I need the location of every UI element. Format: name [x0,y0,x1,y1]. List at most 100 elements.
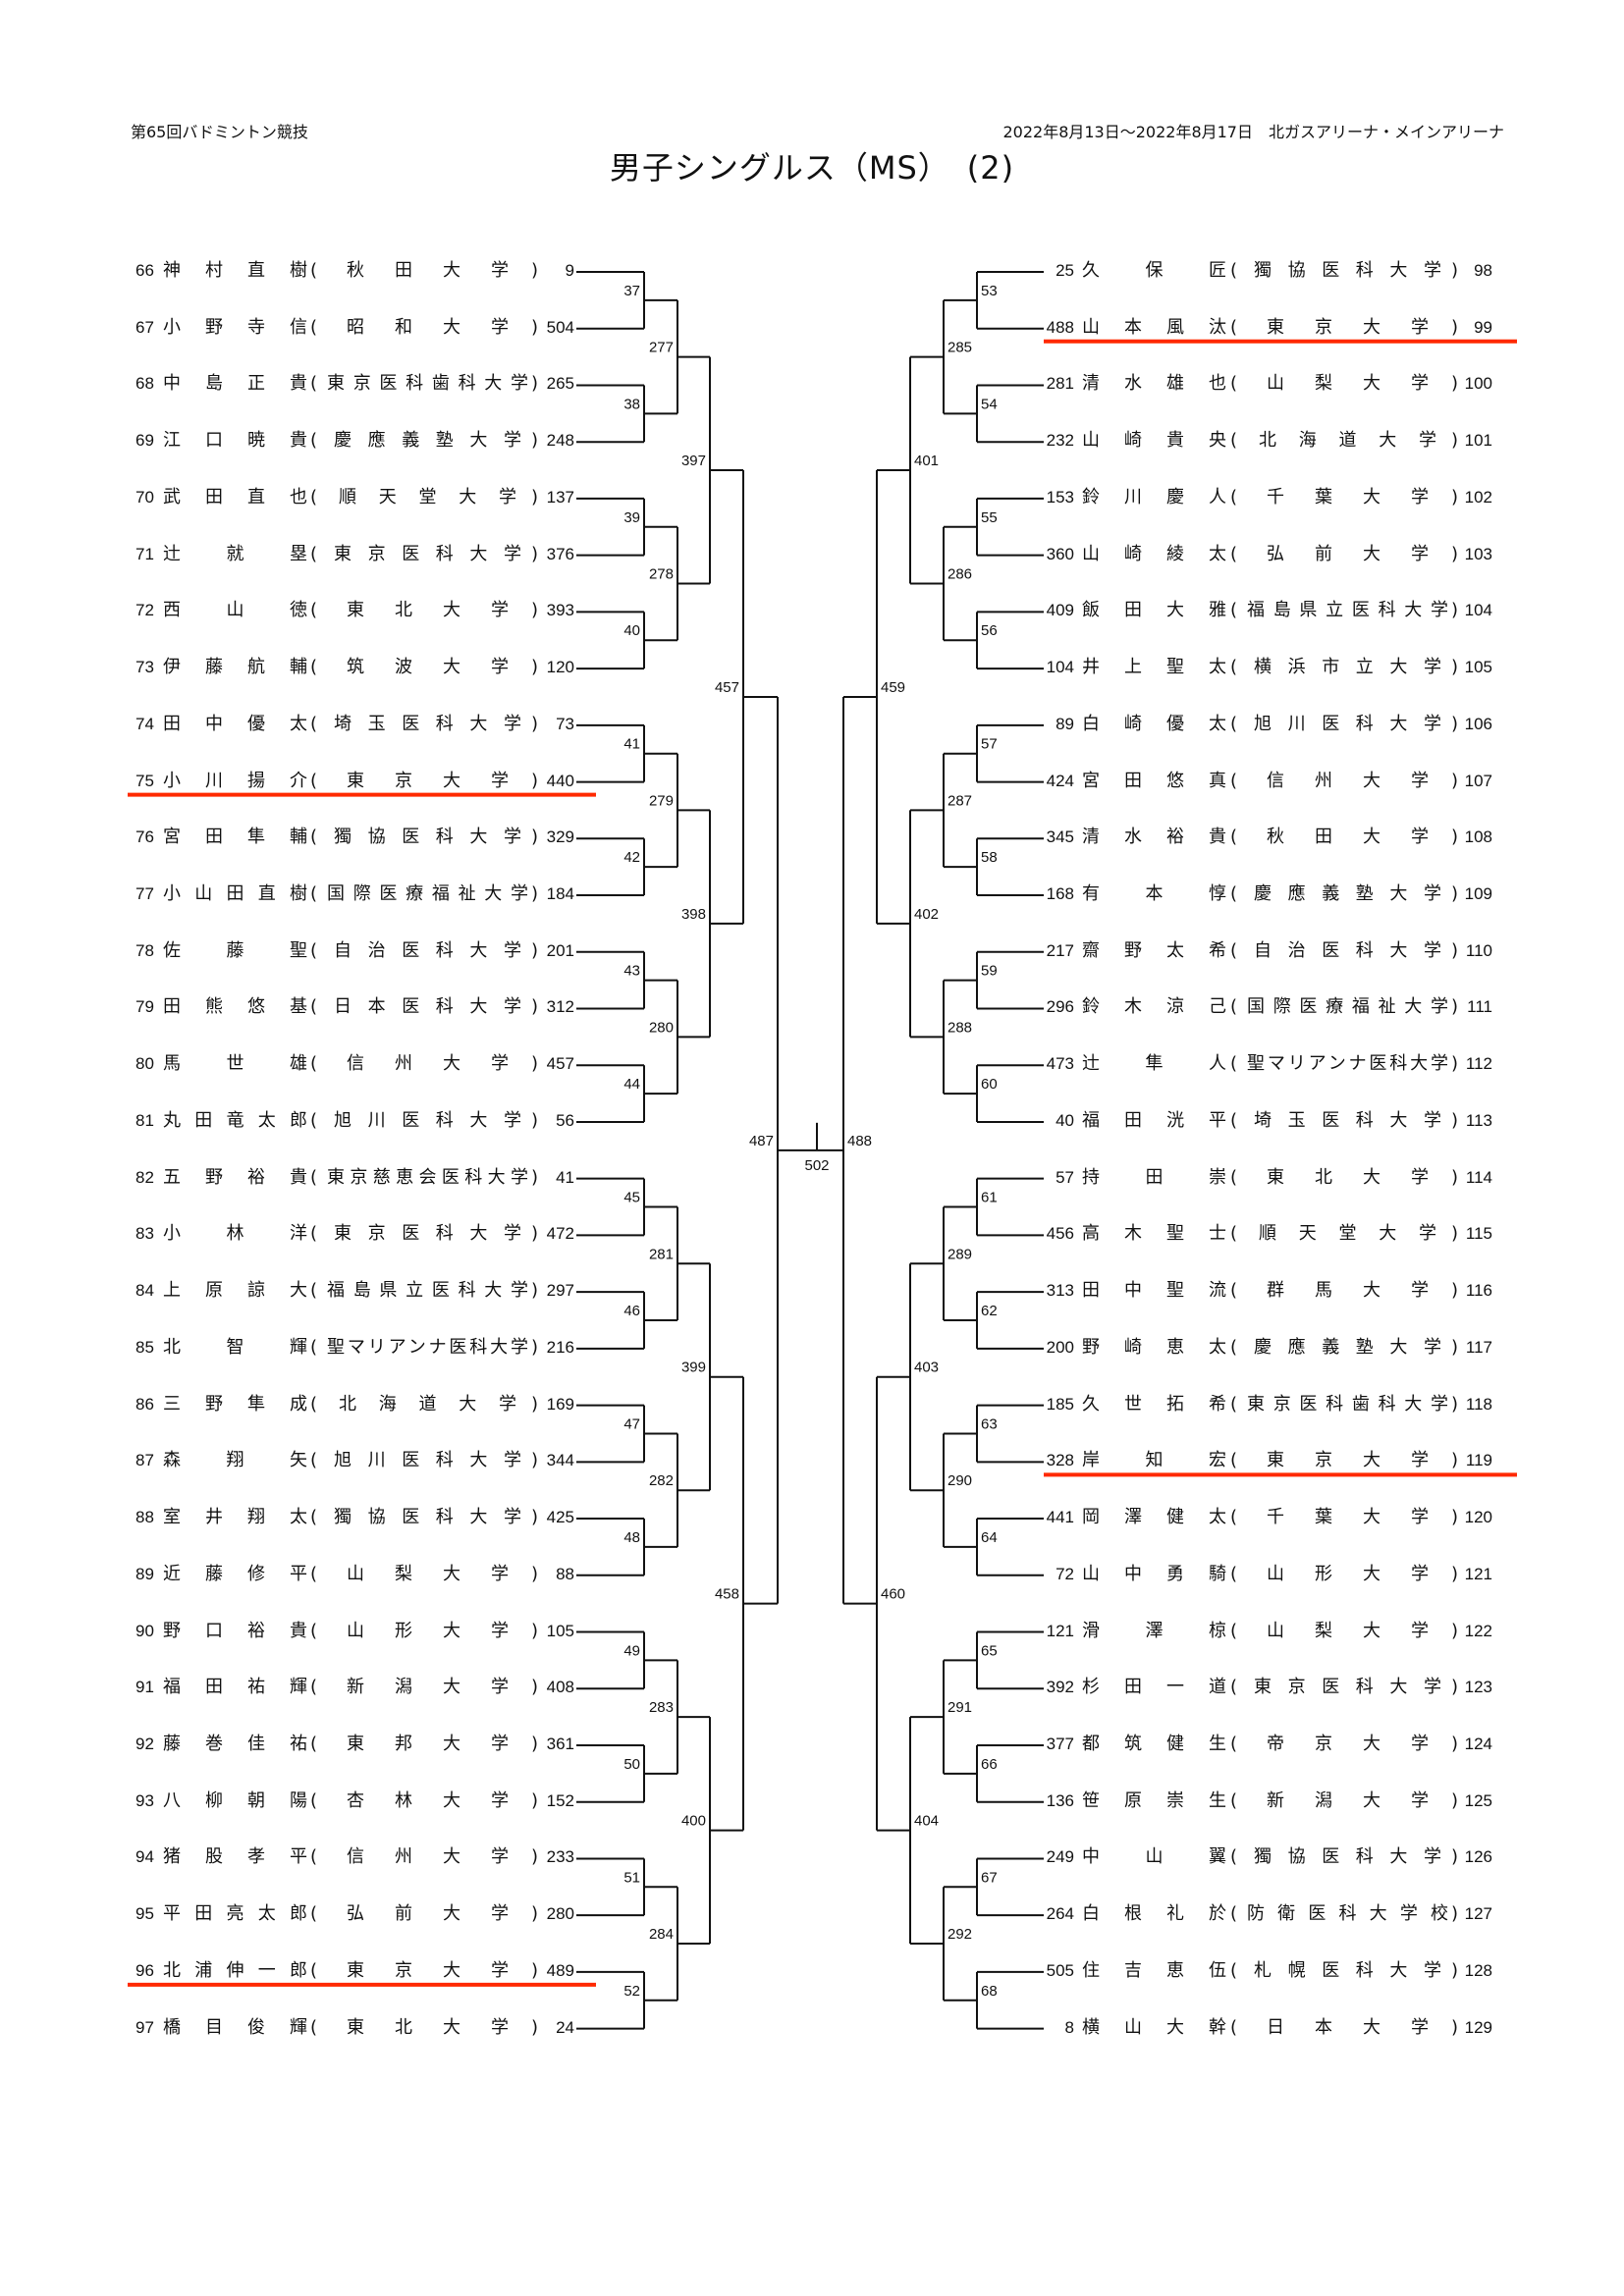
seed-number: 360 [1046,544,1074,563]
school-name: 福島県立医科大学 [1247,600,1448,621]
draw-number: 113 [1465,1110,1492,1130]
paren-open: ( [1230,1450,1238,1471]
draw-number: 112 [1465,1054,1492,1074]
draw-number: 67 [135,317,154,337]
player-name: 平田亮太郎 [163,1903,307,1925]
match-number: 292 [947,1926,972,1943]
paren-open: ( [310,373,318,395]
paren-open: ( [310,939,318,961]
school-name: 北海道大学 [1259,430,1436,452]
draw-number: 82 [135,1167,154,1187]
paren-close: ) [531,1109,539,1131]
seed-number: 457 [546,1054,574,1074]
draw-number: 74 [135,714,154,733]
match-number: 56 [981,622,998,639]
match-number: 47 [623,1415,640,1432]
paren-open: ( [310,1620,318,1641]
player-name: 清水雄也 [1082,373,1226,395]
school-name: 信州大学 [1267,770,1429,791]
player-name: 江口暁貴 [163,430,307,452]
paren-close: ) [1451,1507,1459,1528]
player-name: 小林洋 [163,1223,307,1245]
match-number: 64 [981,1529,998,1546]
match-number: 50 [623,1756,640,1773]
player-name: 鈴川慶人 [1082,486,1226,507]
school-name: 山形大学 [347,1620,509,1641]
seed-number: 184 [546,884,574,904]
paren-open: ( [1230,1846,1238,1868]
seed-number: 408 [546,1678,574,1697]
school-name: 東北大学 [347,600,509,621]
match-number: 459 [881,679,905,696]
school-name: 東京大学 [347,1959,509,1981]
draw-number: 78 [135,940,154,960]
paren-open: ( [310,1789,318,1811]
seed-number: 376 [546,544,574,563]
match-number: 288 [947,1019,972,1036]
paren-close: ) [1451,996,1459,1018]
player-name: 滑澤椋 [1082,1620,1226,1641]
draw-number: 115 [1465,1224,1492,1244]
match-number: 54 [981,396,998,412]
paren-close: ) [531,1053,539,1075]
paren-close: ) [1451,939,1459,961]
paren-open: ( [310,657,318,678]
school-name: 順天堂大学 [339,486,516,507]
match-number: 39 [623,509,640,526]
player-name: 八柳朝陽 [163,1789,307,1811]
paren-open: ( [310,1733,318,1754]
seed-number: 441 [1046,1508,1074,1527]
seed-number: 73 [556,714,574,733]
paren-open: ( [310,1563,318,1584]
paren-close: ) [531,770,539,791]
paren-close: ) [1451,1393,1459,1415]
paren-open: ( [310,1109,318,1131]
match-number: 402 [914,906,939,923]
draw-number: 104 [1464,601,1492,620]
school-name: 獨協医科大学 [334,1507,521,1528]
paren-close: ) [1451,770,1459,791]
match-number: 401 [914,453,939,469]
paren-close: ) [531,260,539,281]
match-number: 460 [881,1586,905,1603]
player-name: 五野裕貴 [163,1166,307,1188]
seed-number: 328 [1046,1451,1074,1470]
paren-open: ( [1230,1620,1238,1641]
draw-number: 93 [135,1790,154,1810]
seed-number: 488 [1046,317,1074,337]
paren-close: ) [531,1903,539,1925]
paren-open: ( [310,1336,318,1358]
match-number: 68 [981,1983,998,2000]
school-name: 信州大学 [347,1846,509,1868]
paren-close: ) [1451,1109,1459,1131]
player-name: 鈴木涼己 [1082,996,1226,1018]
draw-number: 106 [1464,714,1492,733]
paren-open: ( [1230,1336,1238,1358]
player-name: 小野寺信 [163,316,307,338]
player-name: 久保匠 [1082,260,1226,281]
school-name: 千葉大学 [1267,486,1429,507]
match-number: 45 [623,1190,640,1206]
paren-close: ) [531,486,539,507]
school-name: 福島県立医科大学 [327,1280,528,1302]
seed-number: 393 [546,601,574,620]
paren-open: ( [1230,1166,1238,1188]
paren-close: ) [531,996,539,1018]
paren-open: ( [310,1053,318,1075]
seed-number: 200 [1046,1337,1074,1357]
paren-open: ( [1230,430,1238,452]
seed-number: 409 [1046,601,1074,620]
seed-number: 25 [1056,261,1074,280]
paren-open: ( [310,543,318,564]
player-name: 武田直也 [163,486,307,507]
paren-open: ( [1230,939,1238,961]
